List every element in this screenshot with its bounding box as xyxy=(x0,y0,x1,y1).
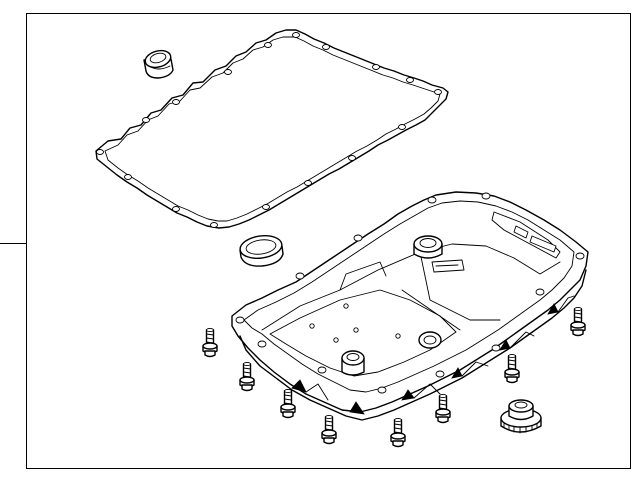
oil-pan xyxy=(231,191,589,421)
seal-ring xyxy=(239,235,284,267)
bolt xyxy=(239,361,255,392)
bolt xyxy=(435,393,451,424)
oil-pan-gasket xyxy=(95,29,449,229)
filler-plug xyxy=(500,399,542,434)
bolt xyxy=(280,388,296,419)
bolt xyxy=(504,353,520,384)
bolt xyxy=(321,414,337,445)
bolt xyxy=(570,306,586,337)
drain-plug-cap xyxy=(143,49,174,79)
gasket-bolt-holes xyxy=(96,32,442,228)
bolt xyxy=(202,327,218,358)
diagram-frame xyxy=(26,13,631,469)
bolt xyxy=(390,417,406,448)
